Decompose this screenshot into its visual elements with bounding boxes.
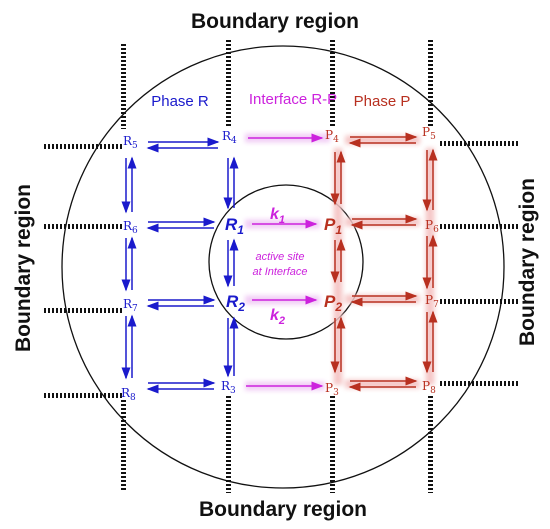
- boundary-label-bottom: Boundary region: [199, 498, 367, 521]
- node-r3: R3: [221, 379, 236, 396]
- phase-r-arrows: [121, 137, 239, 394]
- interface-label: Interface R-P: [249, 91, 337, 108]
- node-p4: P4: [325, 128, 339, 145]
- node-p2: P2: [324, 292, 342, 314]
- boundary-label-top: Boundary region: [191, 10, 359, 33]
- node-r8: R8: [121, 386, 136, 403]
- node-p1: P1: [324, 215, 342, 237]
- node-r5: R5: [123, 134, 138, 151]
- node-p7: P7: [425, 293, 439, 310]
- node-p8: P8: [422, 379, 436, 396]
- node-p6: P6: [425, 218, 439, 235]
- node-r1: R1: [225, 215, 244, 237]
- active-site-label-line2: at Interface: [252, 266, 307, 278]
- phase-r-label: Phase R: [151, 93, 209, 110]
- phase-p-arrows: [330, 132, 438, 392]
- phase-p-label: Phase P: [354, 93, 411, 110]
- boundary-label-left: Boundary region: [12, 184, 35, 352]
- rate-k1: k1: [270, 206, 285, 226]
- boundary-hatch-marks: [42, 38, 520, 493]
- outer-boundary-circle: [61, 45, 505, 489]
- rate-k2: k2: [270, 307, 285, 327]
- node-r2: R2: [226, 292, 245, 314]
- node-p3: P3: [325, 381, 339, 398]
- active-site-label-line1: active site: [256, 251, 305, 263]
- interface-arrows: [246, 133, 324, 391]
- boundary-label-right: Boundary region: [516, 178, 539, 346]
- node-r6: R6: [123, 219, 138, 236]
- node-r7: R7: [123, 297, 138, 314]
- node-r4: R4: [222, 129, 237, 146]
- active-site-circle: [208, 184, 364, 340]
- node-p5: P5: [422, 125, 436, 142]
